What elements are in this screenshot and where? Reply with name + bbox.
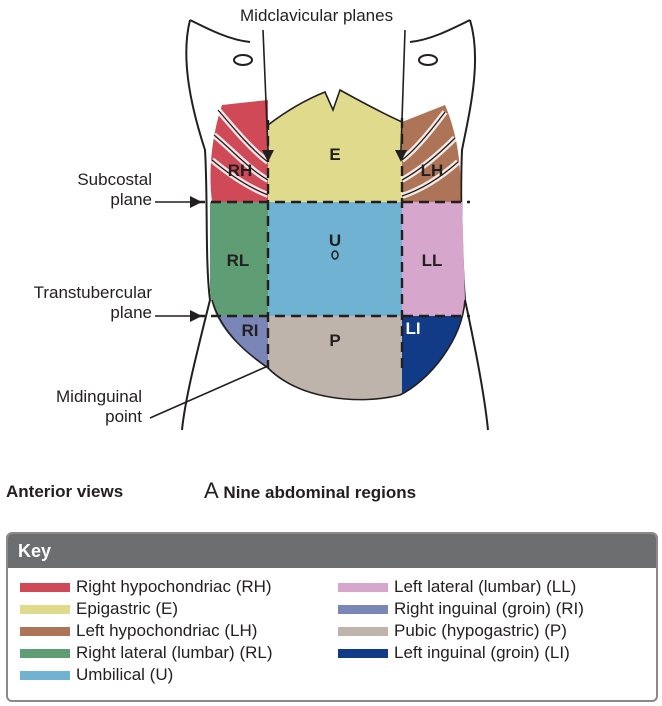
anterior-views-caption: Anterior views bbox=[6, 482, 124, 501]
region-code-LL: LL bbox=[422, 251, 443, 270]
key-item: Left lateral (lumbar) (LL) bbox=[338, 576, 576, 598]
key-label: Pubic (hypogastric) (P) bbox=[394, 621, 567, 640]
umbilicus bbox=[331, 250, 339, 260]
key-label: Left inguinal (groin) (LI) bbox=[394, 643, 570, 662]
key-label: Left hypochondriac (LH) bbox=[76, 621, 258, 640]
key-item: Left inguinal (groin) (LI) bbox=[338, 642, 570, 664]
subcostal-line1: Subcostal bbox=[77, 170, 152, 189]
region-code-RH: RH bbox=[228, 161, 253, 180]
subcostal-plane-label: Subcostal plane bbox=[40, 170, 152, 210]
key-swatch bbox=[20, 670, 70, 680]
key-item: Right lateral (lumbar) (RL) bbox=[20, 642, 273, 664]
key-swatch bbox=[338, 582, 388, 592]
key-title: Key bbox=[8, 534, 656, 568]
left-nipple bbox=[418, 54, 438, 66]
transtubercular-line1: Transtubercular bbox=[33, 283, 152, 302]
midinguinal-line1: Midinguinal bbox=[56, 387, 142, 406]
region-RL bbox=[210, 202, 268, 316]
figure-letter: A bbox=[204, 478, 219, 503]
key-swatch bbox=[20, 626, 70, 636]
key-label: Right inguinal (groin) (RI) bbox=[394, 599, 584, 618]
subcostal-line2: plane bbox=[110, 190, 152, 209]
region-LH bbox=[402, 105, 461, 202]
region-code-P: P bbox=[329, 331, 340, 350]
region-RH bbox=[210, 100, 268, 202]
key-swatch bbox=[338, 626, 388, 636]
key-label: Right hypochondriac (RH) bbox=[76, 577, 272, 596]
color-key: Key Right hypochondriac (RH) Epigastric … bbox=[6, 532, 658, 702]
key-swatch bbox=[338, 604, 388, 614]
key-label: Left lateral (lumbar) (LL) bbox=[394, 577, 577, 596]
region-LL bbox=[402, 202, 465, 316]
shoulder-line bbox=[189, 19, 471, 43]
right-nipple bbox=[233, 54, 253, 66]
leader-arrows bbox=[149, 29, 407, 419]
key-swatch bbox=[20, 582, 70, 592]
region-code-LH: LH bbox=[421, 161, 444, 180]
midinguinal-point-label: Midinguinal point bbox=[30, 387, 142, 427]
region-code-LI: LI bbox=[405, 319, 420, 338]
key-item: Right inguinal (groin) (RI) bbox=[338, 598, 584, 620]
midinguinal-line2: point bbox=[105, 407, 142, 426]
key-item: Pubic (hypogastric) (P) bbox=[338, 620, 567, 642]
abdominal-regions-figure: RH E LH RL U LL RI P LI bbox=[149, 19, 489, 431]
transtubercular-line2: plane bbox=[110, 303, 152, 322]
region-code-RI: RI bbox=[242, 321, 259, 340]
figure-title: A Nine abdominal regions bbox=[204, 478, 416, 504]
region-code-RL: RL bbox=[227, 251, 250, 270]
key-item: Left hypochondriac (LH) bbox=[20, 620, 257, 642]
region-E bbox=[268, 90, 402, 202]
key-label: Epigastric (E) bbox=[76, 599, 179, 618]
key-item: Right hypochondriac (RH) bbox=[20, 576, 272, 598]
key-swatch bbox=[20, 648, 70, 658]
figure-title-text: Nine abdominal regions bbox=[223, 483, 417, 502]
key-item: Umbilical (U) bbox=[20, 664, 173, 686]
key-item: Epigastric (E) bbox=[20, 598, 178, 620]
key-swatch bbox=[338, 648, 388, 658]
key-label: Umbilical (U) bbox=[76, 665, 174, 684]
lower-abdomen-outline bbox=[211, 299, 466, 401]
key-swatch bbox=[20, 604, 70, 614]
key-label: Right lateral (lumbar) (RL) bbox=[76, 643, 273, 662]
midclavicular-planes-label: Midclavicular planes bbox=[240, 6, 394, 25]
transtubercular-plane-label: Transtubercular plane bbox=[6, 283, 152, 323]
region-code-E: E bbox=[329, 145, 340, 164]
region-code-U: U bbox=[329, 231, 341, 250]
